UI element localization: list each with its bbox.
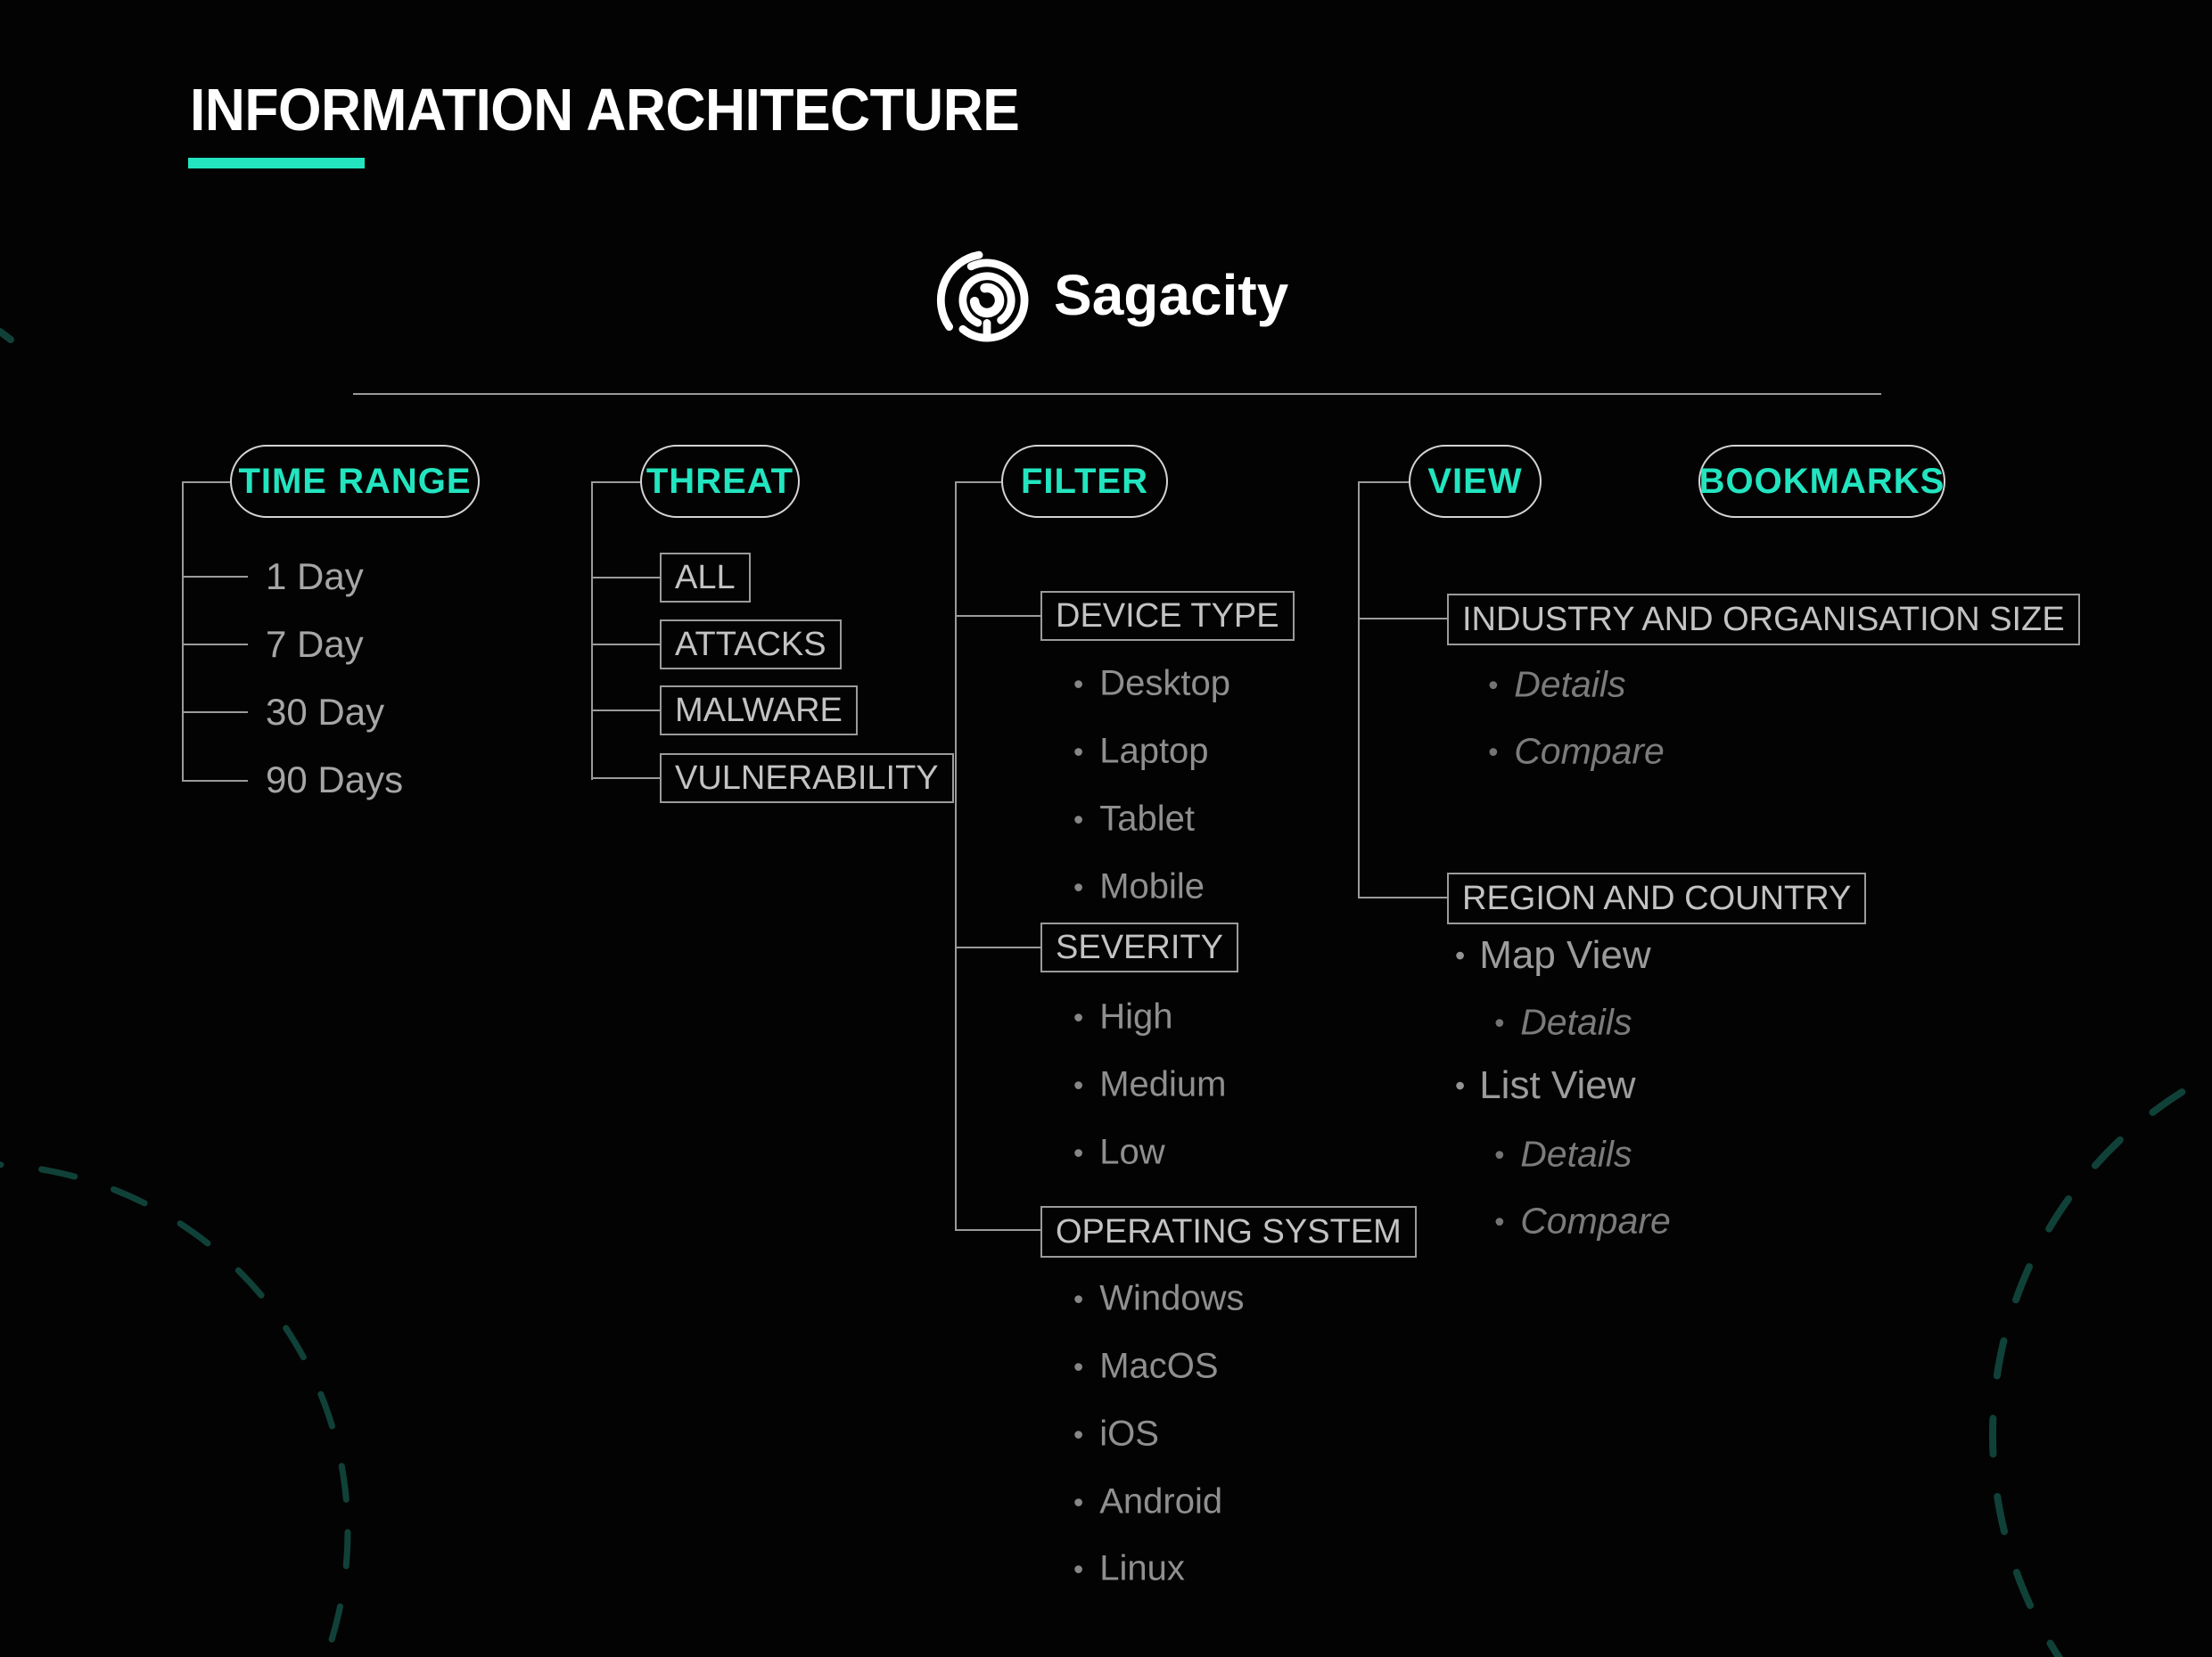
connector-trunk-time-range [182,481,184,782]
severity-item: Low [1073,1133,1164,1173]
pill-time-range: TIME RANGE [230,445,480,518]
left-edge-dash [0,328,14,343]
industry-option: Details [1488,664,1625,706]
bottom-left-dashed-arc [0,1161,351,1657]
filter-group-device-type: DEVICE TYPE [1040,591,1295,641]
connector-line [182,481,230,483]
pill-view-label: VIEW [1427,461,1523,501]
device-type-item: Tablet [1073,800,1195,840]
pill-threat-label: THREAT [646,461,794,501]
page-title: INFORMATION ARCHITECTURE [190,77,1020,144]
connector-line [955,481,1001,483]
filter-group-severity: SEVERITY [1040,923,1238,972]
connector-line [182,780,248,782]
connector-line [955,1229,1040,1231]
time-range-item: 90 Days [266,759,404,800]
connector-line [182,644,248,645]
time-range-item: 30 Day [266,691,385,733]
list-view-option: Compare [1494,1201,1671,1243]
pill-filter: FILTER [1001,445,1168,518]
header-divider [353,393,1881,395]
severity-item: Medium [1073,1065,1226,1105]
filter-group-operating-system: OPERATING SYSTEM [1040,1206,1417,1258]
region-mode-list-view: List View [1455,1063,1635,1108]
connector-trunk-view [1358,481,1360,898]
view-group-region-country: REGION AND COUNTRY [1447,873,1867,924]
connector-trunk-threat [591,481,593,780]
time-range-item: 1 Day [266,555,364,597]
connector-line [182,576,248,578]
connector-line [591,481,640,483]
pill-filter-label: FILTER [1020,461,1148,501]
title-underline [188,158,365,168]
connector-line [955,615,1040,617]
threat-node: ATTACKS [660,619,842,669]
pill-view: VIEW [1409,445,1542,518]
pill-bookmarks-label: BOOKMARKS [1698,461,1945,501]
device-type-item: Laptop [1073,732,1208,772]
os-item: Android [1073,1482,1222,1522]
connector-line [591,577,660,578]
pill-bookmarks: BOOKMARKS [1698,445,1945,518]
threat-node: ALL [660,553,751,603]
sagacity-logo-icon [937,250,1029,342]
connector-line [1358,481,1409,483]
severity-item: High [1073,997,1172,1038]
connector-line [591,644,660,645]
connector-line [955,947,1040,948]
map-view-option: Details [1494,1002,1632,1044]
industry-option: Compare [1488,731,1665,773]
view-group-industry-size: INDUSTRY AND ORGANISATION SIZE [1447,594,2080,645]
bottom-right-dashed-arc [1989,1070,2212,1657]
list-view-option: Details [1494,1134,1632,1176]
os-item: Windows [1073,1279,1244,1319]
connector-line [1358,897,1447,898]
os-item: MacOS [1073,1347,1218,1387]
threat-node: VULNERABILITY [660,753,954,803]
os-item: Linux [1073,1549,1185,1589]
connector-line [591,777,660,779]
region-mode-map-view: Map View [1455,933,1650,978]
os-item: iOS [1073,1415,1159,1455]
pill-time-range-label: TIME RANGE [238,461,472,501]
brand-name: Sagacity [1054,263,1289,327]
time-range-item: 7 Day [266,623,364,665]
device-type-item: Mobile [1073,867,1205,907]
device-type-item: Desktop [1073,664,1230,704]
pill-threat: THREAT [640,445,800,518]
connector-trunk-filter [955,481,957,1231]
connector-line [1358,618,1447,619]
connector-line [182,711,248,713]
connector-line [591,710,660,711]
threat-node: MALWARE [660,685,858,735]
